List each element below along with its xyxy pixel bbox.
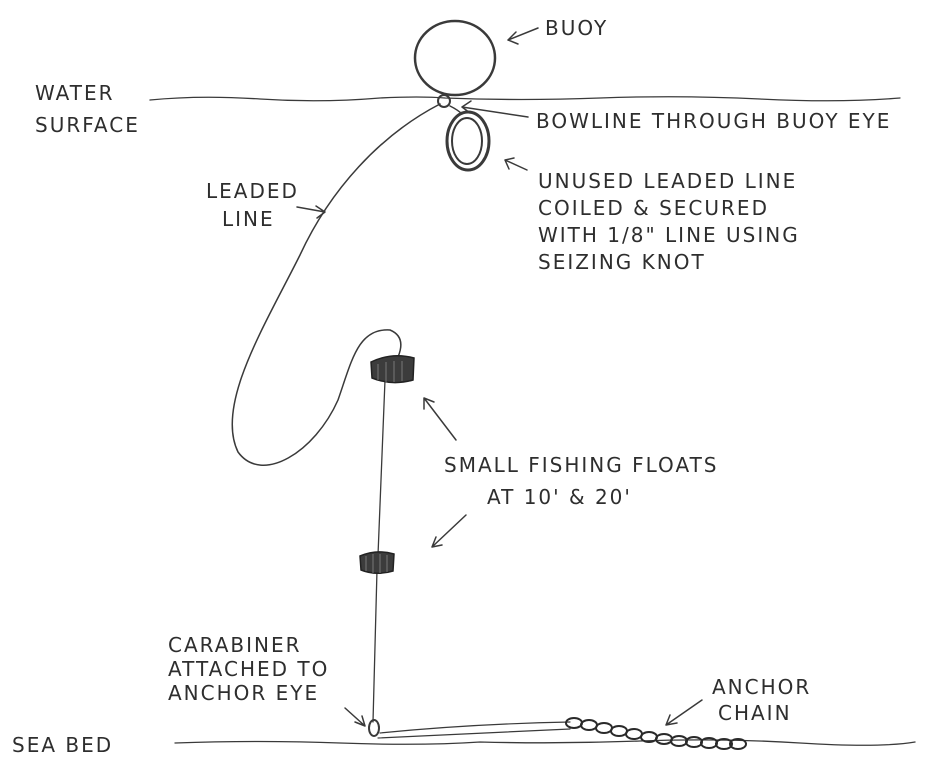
buoy-eye-knot: [437, 94, 451, 108]
label-water: WATER: [35, 81, 115, 105]
fishing-float-upper: [370, 355, 415, 384]
arrow-anchor-chain: [665, 699, 703, 726]
label-floats-1: SMALL FISHING FLOATS: [444, 453, 719, 477]
label-floats: SMALL FISHING FLOATS AT 10' & 20': [444, 453, 727, 509]
arrow-leaded-line: [296, 205, 326, 219]
label-unused-1: UNUSED LEADED LINE: [538, 169, 797, 193]
label-sea-bed: SEA BED: [12, 733, 113, 757]
arrow-unused-line: [504, 157, 528, 171]
arrow-float-upper: [423, 397, 457, 441]
label-unused-2: COILED & SECURED: [538, 196, 769, 220]
anchor-chain: [565, 717, 747, 750]
label-buoy: BUOY: [545, 16, 608, 40]
leaded-line: [231, 103, 441, 466]
arrow-bowline: [461, 100, 529, 118]
buoy: [413, 19, 497, 97]
label-surface: SURFACE: [35, 113, 140, 137]
arrow-carabiner: [344, 707, 366, 727]
label-carabiner-3: ANCHOR EYE: [168, 681, 319, 705]
label-anchor: ANCHOR: [712, 675, 811, 699]
arrow-float-lower: [431, 514, 467, 548]
mooring-line: [372, 379, 386, 723]
label-carabiner-2: ATTACHED TO: [168, 657, 329, 681]
label-carabiner: CARABINER ATTACHED TO ANCHOR EYE: [168, 633, 338, 705]
arrow-buoy: [507, 27, 539, 45]
fishing-float-lower: [359, 551, 395, 574]
label-carabiner-1: CARABINER: [168, 633, 302, 657]
anchor-chain-line: [377, 721, 571, 739]
coiled-line: [445, 105, 491, 172]
label-chain: CHAIN: [718, 701, 792, 725]
label-water-surface: WATER SURFACE: [35, 81, 140, 137]
water-surface-line: [149, 96, 901, 102]
label-line: LINE: [222, 207, 275, 231]
label-leaded: LEADED: [206, 179, 299, 203]
label-bowline: BOWLINE THROUGH BUOY EYE: [536, 109, 891, 133]
label-unused-line: UNUSED LEADED LINE COILED & SECURED WITH…: [538, 169, 808, 274]
label-unused-3: WITH 1/8" LINE USING: [538, 223, 800, 247]
sea-bed-line: [174, 739, 916, 746]
label-unused-4: SEIZING KNOT: [538, 250, 706, 274]
label-leaded-line: LEADED LINE: [206, 179, 307, 231]
label-floats-2: AT 10' & 20': [487, 485, 632, 509]
carabiner: [368, 719, 380, 737]
label-anchor-chain: ANCHOR CHAIN: [712, 675, 820, 725]
